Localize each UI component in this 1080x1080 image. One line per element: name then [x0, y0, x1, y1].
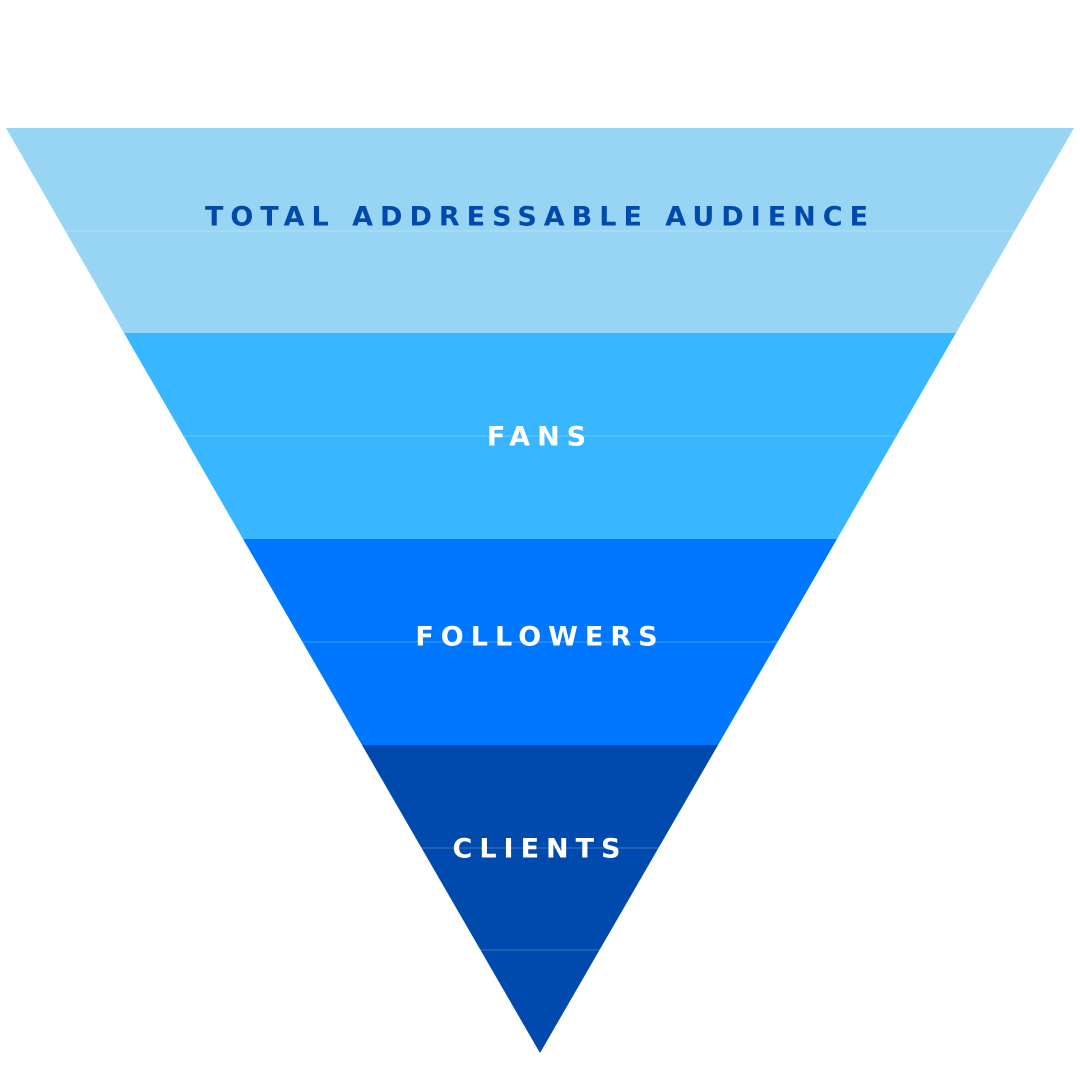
funnel-stage-clients [362, 745, 718, 1053]
funnel-stage-followers [243, 539, 837, 745]
funnel-stage-total-addressable-audience [6, 128, 1074, 333]
funnel-stage-fans [124, 333, 956, 539]
funnel-label-clients: CLIENTS [453, 834, 628, 865]
funnel-label-followers: FOLLOWERS [415, 622, 664, 653]
funnel-label-fans: FANS [487, 422, 593, 453]
funnel-label-total-addressable-audience: TOTAL ADDRESSABLE AUDIENCE [205, 202, 875, 233]
